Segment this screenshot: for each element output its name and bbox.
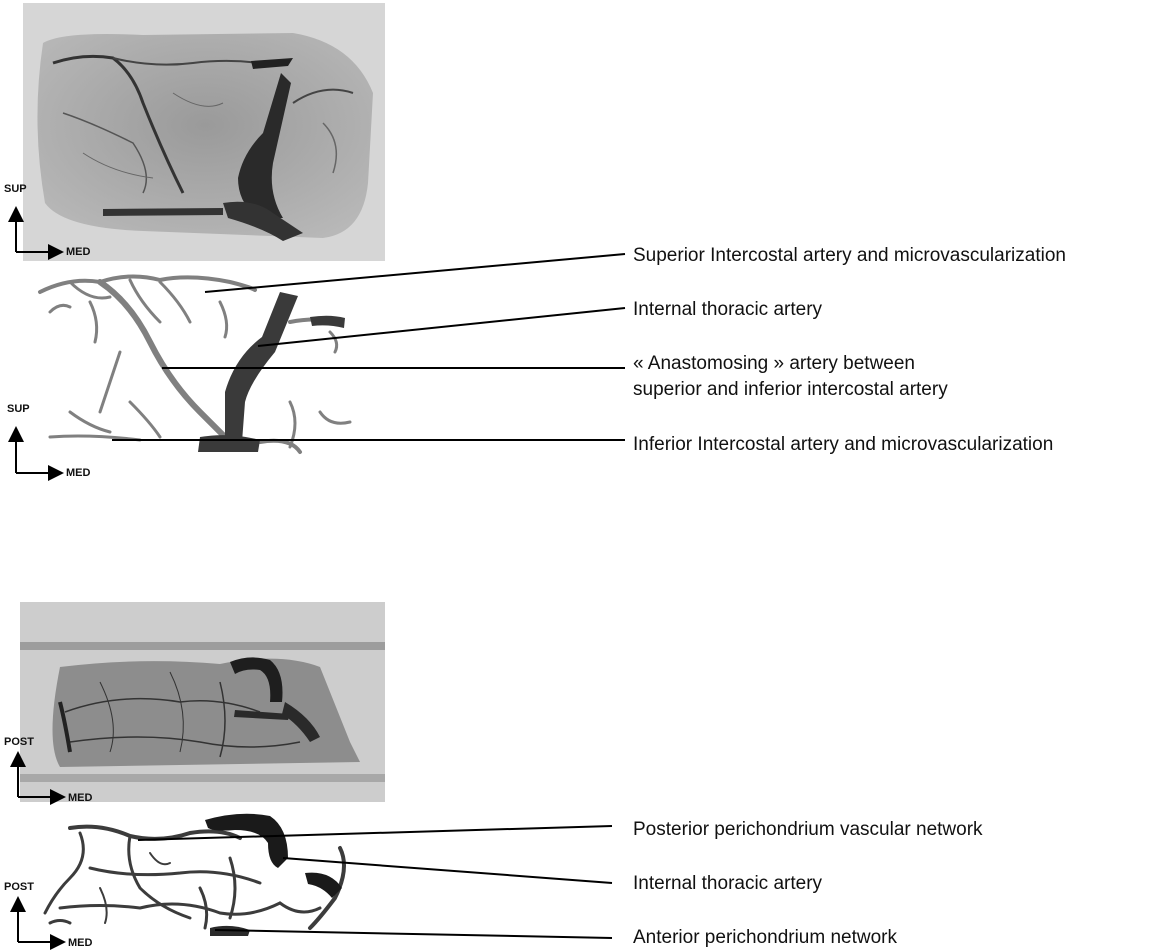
orientation-horizontal-label: MED <box>68 792 92 804</box>
label-anastomosing-artery-line1: « Anastomosing » artery between <box>633 351 915 376</box>
orientation-horizontal-label: MED <box>66 246 90 258</box>
orientation-vertical-label: SUP <box>7 403 30 415</box>
vascular-reconstruction-superior-view <box>30 262 370 462</box>
radiograph-superior-view <box>23 3 385 261</box>
orientation-vertical-label: POST <box>4 736 34 748</box>
radiograph-posterior-view <box>20 602 385 802</box>
vascular-reconstruction-posterior-view <box>30 808 370 938</box>
label-internal-thoracic-artery: Internal thoracic artery <box>633 297 822 322</box>
label-anterior-perichondrium-network: Anterior perichondrium network <box>633 925 897 950</box>
orientation-horizontal-label: MED <box>68 937 92 949</box>
label-internal-thoracic-artery-b: Internal thoracic artery <box>633 871 822 896</box>
label-inferior-intercostal-artery: Inferior Intercostal artery and microvas… <box>633 432 1053 457</box>
label-anastomosing-artery-line2: superior and inferior intercostal artery <box>633 377 948 402</box>
label-posterior-perichondrium-network: Posterior perichondrium vascular network <box>633 817 983 842</box>
orientation-vertical-label: SUP <box>4 183 27 195</box>
label-superior-intercostal-artery: Superior Intercostal artery and microvas… <box>633 243 1066 268</box>
orientation-vertical-label: POST <box>4 881 34 893</box>
orientation-horizontal-label: MED <box>66 467 90 479</box>
